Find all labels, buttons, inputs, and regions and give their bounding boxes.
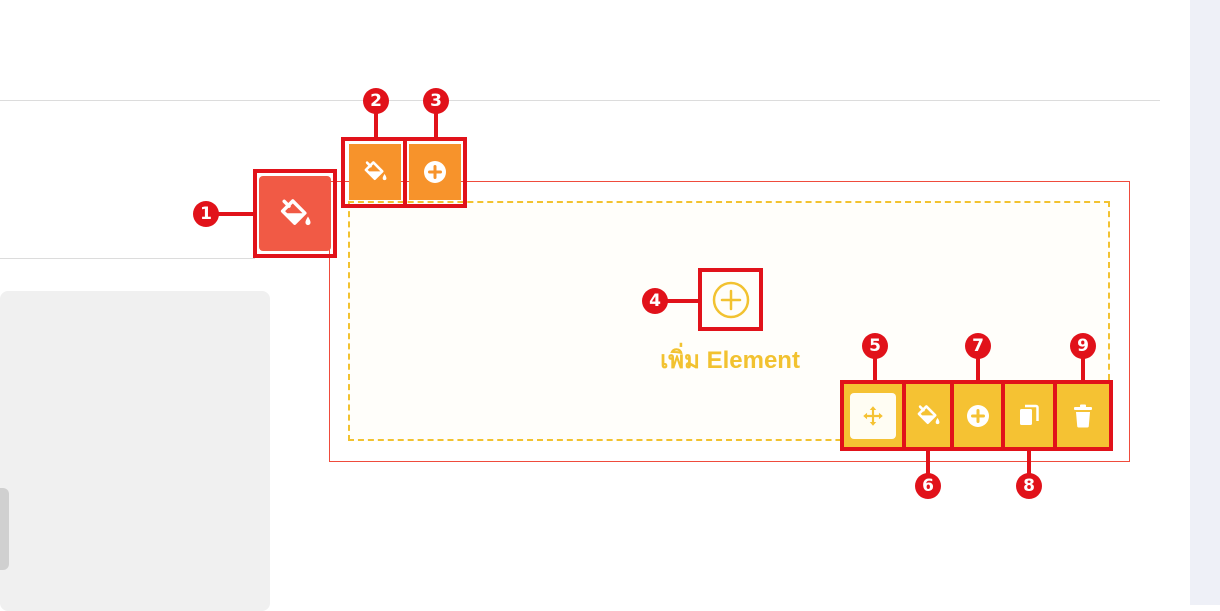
- callout-line-9: [1081, 355, 1085, 381]
- highlight-divider: [902, 380, 906, 451]
- element-add-button[interactable]: [954, 384, 1001, 447]
- add-element-button[interactable]: [704, 274, 757, 325]
- callout-badge-6: 6: [915, 473, 941, 499]
- callout-line-6: [926, 450, 930, 476]
- element-duplicate-button[interactable]: [1005, 384, 1053, 447]
- callout-line-8: [1027, 450, 1031, 476]
- highlight-divider: [403, 137, 407, 208]
- column-background-button[interactable]: [349, 144, 401, 200]
- plus-circle-icon: [424, 161, 446, 183]
- sidebar-panel: [0, 291, 270, 611]
- plus-circle-icon: [966, 404, 989, 427]
- highlight-element-toolbar: [840, 380, 1113, 451]
- callout-line-7: [976, 355, 980, 381]
- callout-line-3: [434, 111, 438, 138]
- callout-line-1: [216, 212, 254, 216]
- callout-line-4: [666, 299, 699, 303]
- copy-icon: [1020, 404, 1039, 425]
- callout-badge-5: 5: [862, 333, 888, 359]
- paint-bucket-icon: [280, 198, 311, 225]
- callout-badge-3: 3: [423, 88, 449, 114]
- divider-left: [0, 258, 255, 259]
- trash-icon: [1074, 404, 1092, 427]
- right-gutter: [1190, 0, 1220, 605]
- element-delete-button[interactable]: [1057, 384, 1109, 447]
- callout-line-2: [374, 111, 378, 138]
- paint-bucket-icon: [917, 404, 940, 424]
- divider-top: [0, 100, 1160, 101]
- callout-badge-9: 9: [1070, 333, 1096, 359]
- callout-badge-8: 8: [1016, 473, 1042, 499]
- callout-badge-2: 2: [363, 88, 389, 114]
- section-background-button[interactable]: [259, 176, 331, 251]
- callout-badge-1: 1: [193, 201, 219, 227]
- paint-bucket-icon: [364, 161, 387, 181]
- highlight-divider: [950, 380, 954, 451]
- move-handle: [850, 392, 896, 439]
- element-move-button[interactable]: [844, 384, 902, 447]
- callout-line-5: [873, 355, 877, 381]
- panel-handle[interactable]: [0, 488, 9, 570]
- highlight-1: [253, 169, 337, 258]
- callout-badge-7: 7: [965, 333, 991, 359]
- column-add-button[interactable]: [409, 144, 461, 200]
- highlight-divider: [1001, 380, 1005, 451]
- move-arrows-icon: [863, 405, 883, 426]
- plus-circle-outline-icon: [712, 281, 749, 318]
- highlight-divider: [1053, 380, 1057, 451]
- callout-badge-4: 4: [642, 288, 668, 314]
- element-background-button[interactable]: [906, 384, 950, 447]
- highlight-4: [698, 268, 763, 331]
- section-container[interactable]: [329, 181, 1130, 462]
- add-element-label[interactable]: เพิ่ม Element: [660, 347, 800, 374]
